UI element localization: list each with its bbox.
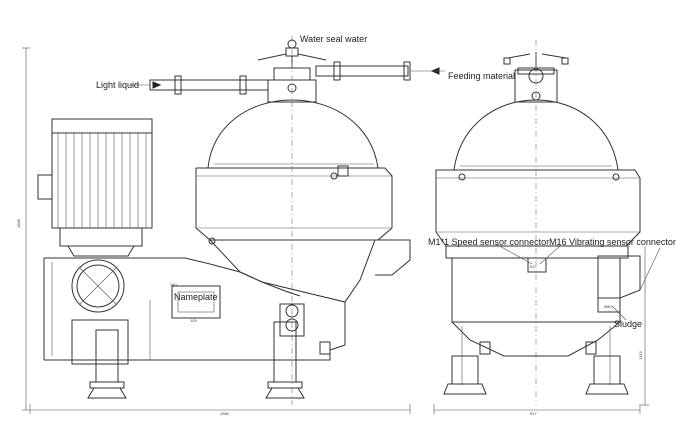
feeding-material-label: Feeding material (448, 71, 515, 81)
side-view: 927 1415 K2 Ø80 (428, 40, 676, 416)
speed-sensor-connector (527, 257, 547, 273)
svg-text:140: 140 (170, 282, 177, 287)
dim-left-height: 1688 (16, 218, 21, 228)
speed-sensor-label: M1*1 Speed sensor connector (428, 237, 549, 247)
sludge-dia: Ø80 (604, 304, 612, 309)
front-view: 1688 1580 140 (16, 34, 515, 416)
vibrating-sensor-label: M16 Vibrating sensor connector (549, 237, 676, 247)
left-feet (87, 321, 331, 399)
sludge-label: Sludge (614, 319, 642, 329)
bowl-body (195, 36, 411, 405)
pipes-left (130, 61, 445, 95)
water-seal-label: Water seal water (300, 34, 367, 44)
nameplate-box (171, 285, 221, 319)
dim-right-width: 927 (530, 411, 537, 416)
dim-left-width: 1580 (220, 411, 230, 416)
svg-text:K2: K2 (530, 264, 536, 269)
svg-text:105: 105 (190, 318, 197, 323)
nameplate-label: Nameplate (174, 292, 218, 302)
dim-right-height: 1415 (638, 350, 643, 360)
motor (37, 118, 153, 257)
base-frame: 140 105 Nameplate (43, 257, 346, 365)
light-liquid-label: Light liquid (96, 80, 139, 90)
